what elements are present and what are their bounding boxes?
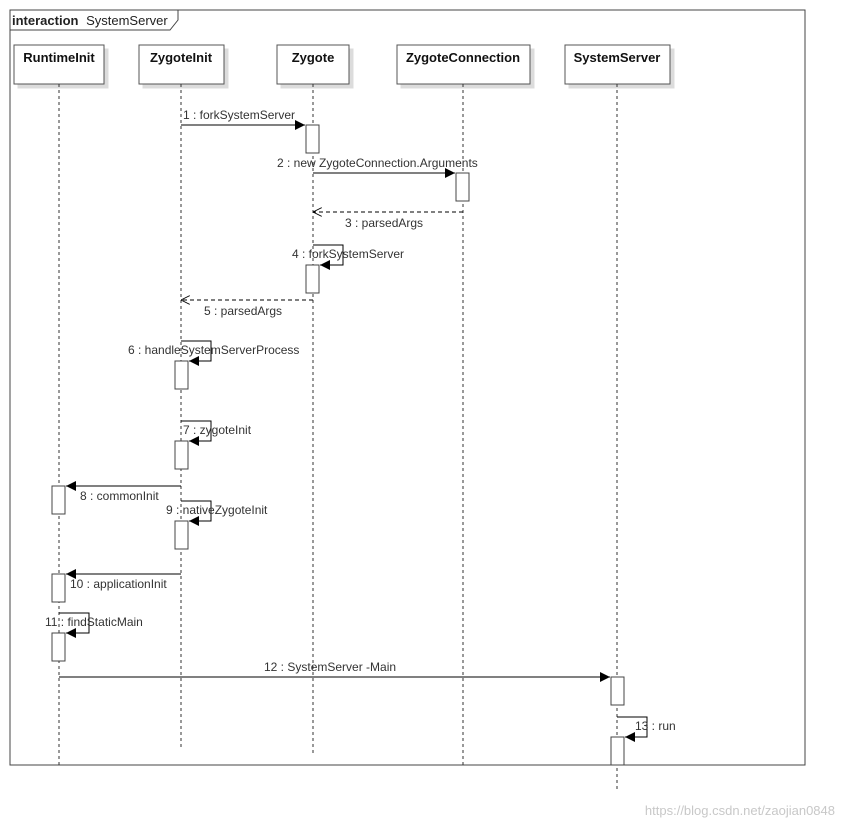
message-5: 5 : parsedArgs (181, 300, 313, 318)
activation-zygote-2 (305, 264, 320, 294)
lifeline-head-zygote-connection: ZygoteConnection (396, 44, 531, 85)
message-1-label: 1 : forkSystemServer (183, 108, 295, 122)
message-4: 4 : forkSystemServer (292, 244, 404, 270)
activation-zygote-init-1 (174, 360, 189, 390)
message-6-label: 6 : handleSystemServerProcess (128, 343, 299, 357)
lifeline-head-zygote-init: ZygoteInit (138, 44, 225, 85)
message-8: 8 : commonInit (66, 481, 181, 503)
activation-system-server-1 (610, 676, 625, 706)
message-2: 2 : new ZygoteConnection.Arguments (277, 156, 478, 178)
message-12: 12 : SystemServer -Main (59, 660, 610, 682)
message-10: 10 : applicationInit (66, 569, 181, 591)
message-9: 9 : nativeZygoteInit (166, 500, 268, 526)
activation-zygote-connection-1 (455, 172, 470, 202)
lifeline-head-runtime-init: RuntimeInit (13, 44, 105, 85)
message-4-label: 4 : forkSystemServer (292, 247, 404, 261)
lifeline-label-zygote-connection: ZygoteConnection (406, 50, 520, 65)
message-8-label: 8 : commonInit (80, 489, 159, 503)
activation-zygote-init-3 (174, 520, 189, 550)
message-13-label: 13 : run (635, 719, 676, 733)
activation-zygote-init-2 (174, 440, 189, 470)
message-7-label: 7 : zygoteInit (183, 423, 252, 437)
activation-runtime-init-3 (51, 632, 66, 662)
frame-tab (10, 10, 179, 31)
message-13: 13 : run (617, 716, 676, 742)
lifeline-label-runtime-init: RuntimeInit (23, 50, 95, 65)
lifeline-head-zygote: Zygote (276, 44, 350, 85)
message-6: 6 : handleSystemServerProcess (128, 340, 299, 366)
activation-runtime-init-1 (51, 485, 66, 515)
message-10-label: 10 : applicationInit (70, 577, 167, 591)
message-7: 7 : zygoteInit (181, 420, 252, 446)
message-9-label: 9 : nativeZygoteInit (166, 503, 268, 517)
message-5-label: 5 : parsedArgs (204, 304, 282, 318)
message-12-label: 12 : SystemServer -Main (264, 660, 396, 674)
message-3-label: 3 : parsedArgs (345, 216, 423, 230)
watermark: https://blog.csdn.net/zaojian0848 (645, 803, 835, 818)
activation-zygote-1 (305, 124, 320, 154)
interaction-frame: interaction SystemServer (9, 9, 806, 766)
lifeline-head-system-server: SystemServer (564, 44, 671, 85)
message-11: 11 : findStaticMain (45, 612, 143, 638)
lifeline-label-zygote-init: ZygoteInit (150, 50, 213, 65)
frame-title: interaction SystemServer (12, 13, 168, 28)
frame-keyword: interaction (12, 13, 79, 28)
activation-system-server-2 (610, 736, 625, 766)
lifeline-label-system-server: SystemServer (574, 50, 661, 65)
message-3: 3 : parsedArgs (313, 212, 463, 230)
message-11-label: 11 : findStaticMain (45, 615, 143, 629)
frame-name: SystemServer (86, 13, 168, 28)
lifeline-label-zygote: Zygote (292, 50, 335, 65)
message-2-label: 2 : new ZygoteConnection.Arguments (277, 156, 478, 170)
activation-runtime-init-2 (51, 573, 66, 603)
message-1: 1 : forkSystemServer (181, 108, 305, 130)
